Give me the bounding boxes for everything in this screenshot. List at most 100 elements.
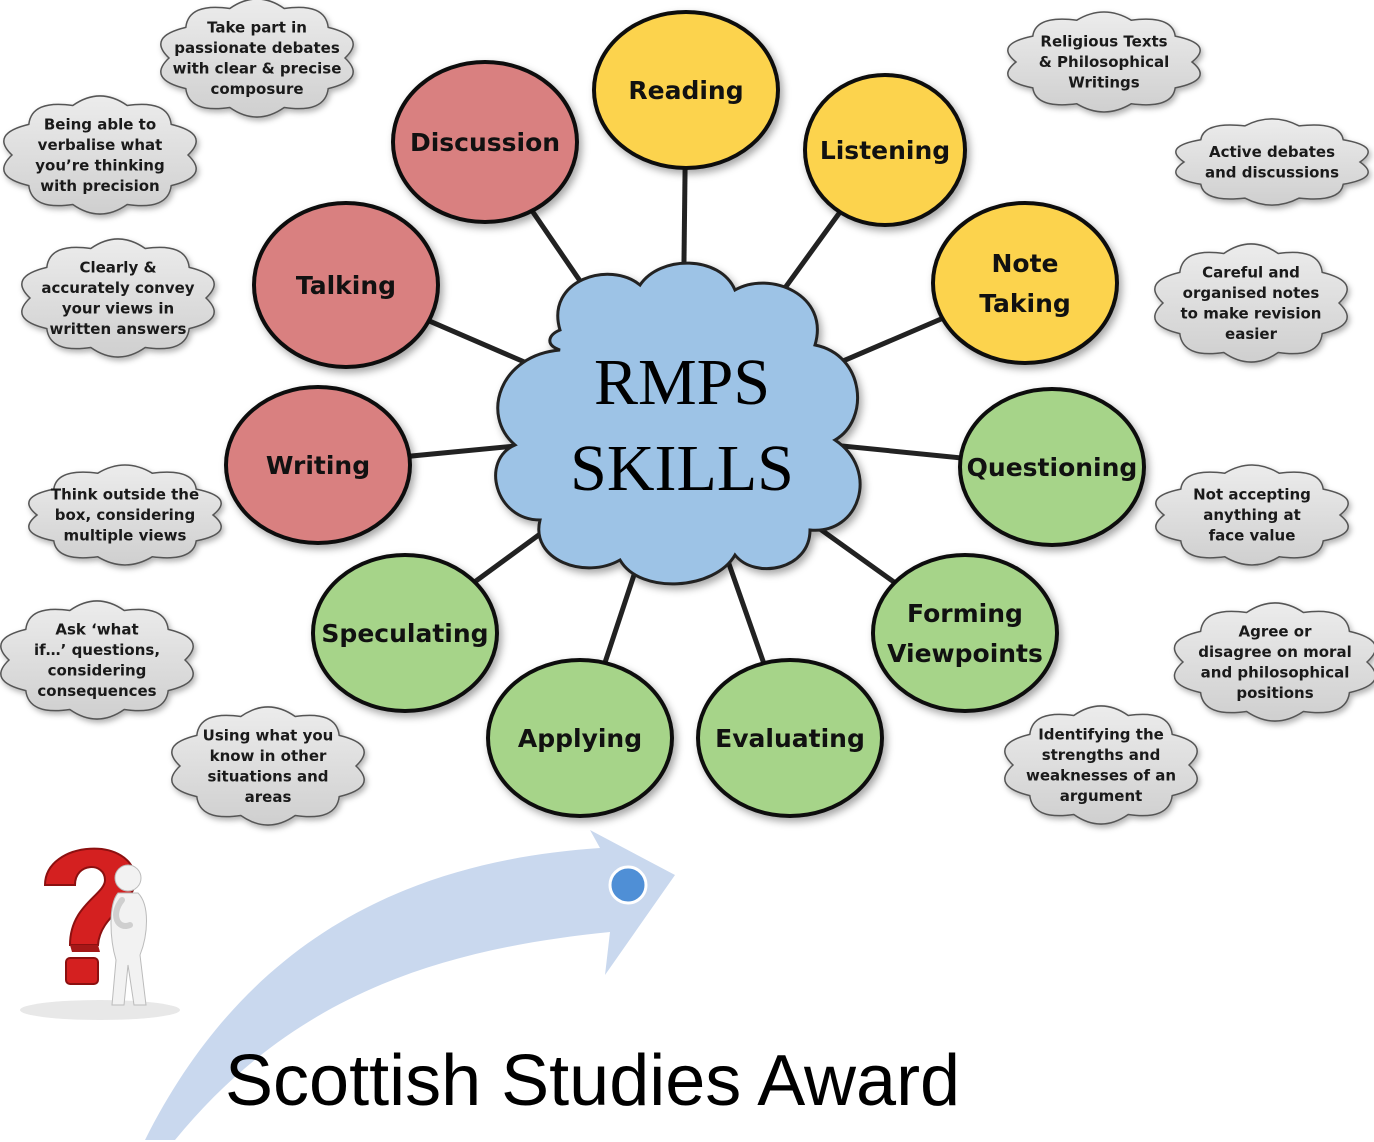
description-cloud-convey-text: written answers: [50, 320, 187, 338]
description-cloud-outside-box-text: box, considering: [55, 506, 195, 524]
description-cloud-outside-box-shape: [28, 464, 222, 566]
description-cloud-agree-disagree-text: and philosophical: [1201, 663, 1350, 681]
skill-node-questioning-label: Questioning: [967, 453, 1138, 482]
center-cloud: RMPS SKILLS: [494, 261, 862, 586]
description-cloud-active-debates-text: and discussions: [1205, 163, 1339, 181]
curved-arrow: [145, 830, 675, 1140]
description-cloud-agree-disagree-text: disagree on moral: [1198, 643, 1351, 661]
description-cloud-debates-text: with clear & precise: [173, 59, 342, 77]
description-cloud-religious-texts-shape: [1007, 11, 1201, 113]
skill-node-applying-shape: [486, 658, 674, 818]
description-cloud-careful-notes-text: to make revision: [1181, 304, 1322, 322]
description-cloud-verbalise-text: you’re thinking: [35, 156, 164, 174]
description-cloud-agree-disagree: Agree or disagree on moral and philosophic…: [1173, 602, 1374, 722]
description-cloud-active-debates-shape: [1175, 118, 1369, 206]
skill-node-note-taking-label: Note: [991, 249, 1058, 278]
center-title-line1: RMPS: [594, 346, 770, 419]
description-cloud-strengths-text: argument: [1060, 787, 1143, 805]
skill-node-writing: Writing: [224, 385, 412, 545]
description-cloud-not-accepting: Not accepting anything at face value: [1155, 464, 1349, 566]
skill-node-reading: Reading: [592, 10, 780, 170]
description-cloud-verbalise-text: verbalise what: [38, 136, 163, 154]
skill-node-evaluating-shape: [696, 658, 884, 818]
skill-node-note-taking-shape: [931, 201, 1119, 365]
skill-node-writing-shape: [224, 385, 412, 545]
description-cloud-debates-text: passionate debates: [174, 39, 340, 57]
skill-node-evaluating: Evaluating: [696, 658, 884, 818]
description-cloud-active-debates: Active debates and discussions: [1175, 118, 1369, 206]
description-cloud-religious-texts-text: & Philosophical: [1039, 53, 1170, 71]
skill-node-applying: Applying: [486, 658, 674, 818]
footer-title: Scottish Studies Award: [225, 1041, 961, 1121]
description-cloud-agree-disagree-shape: [1173, 602, 1374, 722]
skill-node-listening-label: Listening: [820, 136, 950, 165]
description-cloud-strengths-shape: [1004, 705, 1198, 825]
skill-node-talking: Talking: [252, 201, 440, 369]
description-cloud-using-knowledge-shape: [171, 706, 365, 826]
skill-node-writing-label: Writing: [266, 451, 370, 480]
skill-node-speculating-label: Speculating: [321, 619, 488, 648]
question-mark-figure-icon: [0, 830, 200, 1028]
description-cloud-what-if-shape: [0, 600, 194, 720]
skill-node-listening-shape: [803, 73, 967, 227]
skill-node-talking-label: Talking: [296, 271, 396, 300]
arrow-dot-marker: [608, 865, 648, 905]
description-cloud-what-if-text: Ask ‘what: [55, 620, 138, 638]
skill-node-reading-shape: [592, 10, 780, 170]
description-cloud-not-accepting-text: Not accepting: [1193, 486, 1311, 504]
skill-node-note-taking-label: Taking: [979, 289, 1071, 318]
description-cloud-what-if-text: consequences: [37, 682, 156, 700]
description-cloud-what-if-text: considering: [48, 661, 147, 679]
description-cloud-outside-box: Think outside the box, considering multipl…: [28, 464, 222, 566]
description-cloud-not-accepting-text: anything at: [1203, 506, 1301, 524]
description-cloud-religious-texts-text: Writings: [1068, 74, 1140, 92]
description-cloud-careful-notes-text: easier: [1225, 325, 1278, 343]
skill-node-questioning-shape: [958, 387, 1146, 547]
description-cloud-debates-shape: [160, 0, 354, 118]
skill-node-forming-viewpoints-label: Forming: [907, 599, 1023, 628]
description-cloud-religious-texts-text: Religious Texts: [1040, 33, 1167, 51]
description-cloud-careful-notes-text: organised notes: [1183, 284, 1320, 302]
description-cloud-convey-text: your views in: [62, 299, 174, 317]
description-cloud-not-accepting-shape: [1155, 464, 1349, 566]
center-title-line2: SKILLS: [570, 432, 794, 505]
description-cloud-active-debates-text: Active debates: [1209, 143, 1335, 161]
skill-node-applying-label: Applying: [518, 724, 642, 753]
description-cloud-outside-box-text: multiple views: [64, 527, 187, 545]
skill-node-forming-viewpoints-label: Viewpoints: [887, 639, 1043, 668]
description-cloud-verbalise-shape: [3, 95, 197, 215]
skill-node-questioning: Questioning: [958, 387, 1146, 547]
skill-node-speculating: Speculating: [311, 553, 499, 713]
description-cloud-what-if: Ask ‘what if…’ questions, considering conse…: [0, 600, 194, 720]
description-cloud-using-knowledge-text: situations and: [207, 767, 328, 785]
description-cloud-convey-shape: [21, 238, 215, 358]
description-cloud-using-knowledge-text: Using what you: [203, 726, 334, 744]
skill-node-discussion-label: Discussion: [410, 128, 560, 157]
skill-node-speculating-shape: [311, 553, 499, 713]
description-cloud-not-accepting-text: face value: [1209, 527, 1296, 545]
description-cloud-what-if-text: if…’ questions,: [34, 641, 160, 659]
description-cloud-convey-text: accurately convey: [41, 279, 194, 297]
skill-node-listening: Listening: [803, 73, 967, 227]
description-cloud-verbalise-text: with precision: [40, 177, 159, 195]
description-cloud-using-knowledge-text: areas: [245, 788, 292, 806]
skill-node-discussion-shape: [391, 60, 579, 224]
skill-node-evaluating-label: Evaluating: [715, 724, 865, 753]
description-cloud-outside-box-text: Think outside the: [51, 486, 199, 504]
description-cloud-strengths-text: weaknesses of an: [1026, 766, 1176, 784]
description-cloud-agree-disagree-text: Agree or: [1238, 622, 1312, 640]
skill-node-reading-label: Reading: [628, 76, 743, 105]
description-cloud-verbalise-text: Being able to: [44, 115, 156, 133]
description-cloud-strengths-text: strengths and: [1042, 746, 1161, 764]
skill-node-forming-viewpoints-shape: [871, 553, 1059, 713]
